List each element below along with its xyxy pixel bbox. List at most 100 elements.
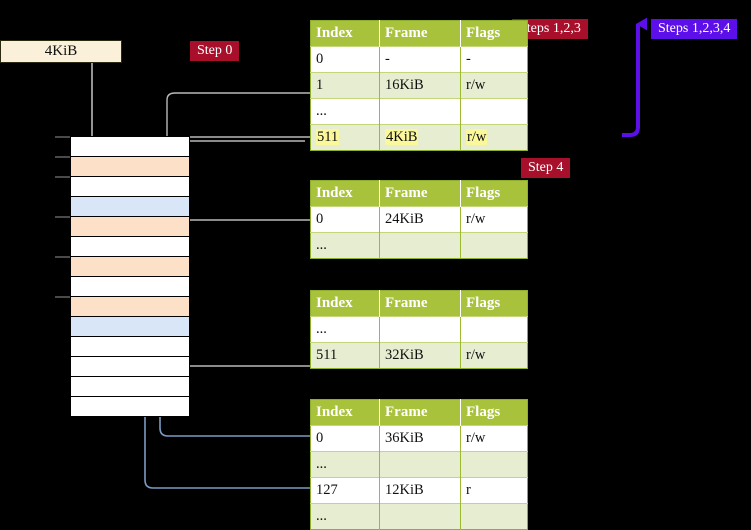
table-row: 0-- (310, 46, 528, 73)
cell-index: ... (310, 451, 380, 478)
col-header-frame: Frame (379, 180, 461, 207)
cell-flags (460, 232, 528, 259)
badge-step-0: Step 0 (190, 41, 240, 61)
col-header-flags: Flags (460, 20, 528, 47)
col-header-frame: Frame (379, 20, 461, 47)
memory-tick-4 (55, 216, 70, 218)
memory-tick-6 (55, 256, 70, 258)
wire-curve-a (172, 140, 305, 160)
size-box-label: 4KiB (44, 43, 78, 59)
memory-block-6 (70, 256, 190, 277)
cell-highlight: 4KiB (385, 128, 419, 145)
memory-block-1 (70, 156, 190, 177)
cell-frame (379, 451, 461, 478)
cell-flags: r/w (460, 425, 528, 452)
cell-frame: 32KiB (379, 342, 461, 369)
cell-highlight: r/w (466, 128, 488, 145)
cell-index: 511 (310, 124, 380, 151)
memory-block-8 (70, 296, 190, 317)
col-header-flags: Flags (460, 399, 528, 426)
memory-block-3 (70, 196, 190, 217)
memory-tick-8 (55, 296, 70, 298)
cell-flags (460, 98, 528, 125)
cell-index: 1 (310, 72, 380, 99)
cell-index: 511 (310, 342, 380, 369)
cell-frame (379, 232, 461, 259)
cell-index: 0 (310, 425, 380, 452)
memory-block-11 (70, 356, 190, 377)
cell-index: 127 (310, 477, 380, 504)
cell-flags: r (460, 477, 528, 504)
cell-frame: 12KiB (379, 477, 461, 504)
table-row: ... (310, 232, 528, 259)
cell-flags: - (460, 46, 528, 73)
cell-index: ... (310, 503, 380, 530)
cell-index: ... (310, 232, 380, 259)
cell-frame: 36KiB (379, 425, 461, 452)
cell-frame: 16KiB (379, 72, 461, 99)
table-row: ... (310, 503, 528, 530)
cell-frame (379, 316, 461, 343)
memory-block-9 (70, 316, 190, 337)
cell-frame: - (379, 46, 461, 73)
memory-tick-0 (55, 136, 70, 138)
wire-violet-loop (622, 17, 647, 137)
badge-steps-1234-label: Steps 1,2,3,4 (658, 21, 731, 36)
badge-steps-123: Steps 1,2,3 (512, 19, 588, 39)
col-header-index: Index (310, 20, 380, 47)
table-row: ... (310, 98, 528, 125)
cell-index: 0 (310, 206, 380, 233)
badge-step-4: Step 4 (521, 158, 571, 178)
col-header-index: Index (310, 180, 380, 207)
badge-step-4-label: Step 4 (528, 160, 564, 175)
cell-index: ... (310, 316, 380, 343)
cell-frame (379, 98, 461, 125)
cell-highlight: 511 (316, 128, 340, 145)
col-header-index: Index (310, 399, 380, 426)
memory-block-7 (70, 276, 190, 297)
memory-block-4 (70, 216, 190, 237)
col-header-flags: Flags (460, 290, 528, 317)
table-row: ... (310, 316, 528, 343)
cell-frame: 4KiB (379, 124, 461, 151)
memory-block-10 (70, 336, 190, 357)
size-box-4kib: 4KiB (0, 40, 122, 63)
cell-flags (460, 316, 528, 343)
col-header-frame: Frame (379, 290, 461, 317)
cell-flags: r/w (460, 342, 528, 369)
badge-step-0-label: Step 0 (197, 43, 233, 58)
memory-tick-2 (55, 176, 70, 178)
cell-index: ... (310, 98, 380, 125)
cell-flags: r/w (460, 206, 528, 233)
cell-flags (460, 451, 528, 478)
memory-block-2 (70, 176, 190, 197)
badge-steps-1234: Steps 1,2,3,4 (651, 19, 738, 39)
cell-frame: 24KiB (379, 206, 461, 233)
table-row: 511 4KiB r/w (310, 124, 528, 151)
cell-flags (460, 503, 528, 530)
cell-frame (379, 503, 461, 530)
memory-block-12 (70, 376, 190, 397)
col-header-index: Index (310, 290, 380, 317)
table-row: ... (310, 451, 528, 478)
memory-column (70, 136, 190, 417)
memory-block-5 (70, 236, 190, 257)
memory-block-0 (70, 136, 190, 157)
memory-block-13 (70, 396, 190, 417)
cell-flags: r/w (460, 72, 528, 99)
col-header-frame: Frame (379, 399, 461, 426)
cell-flags: r/w (460, 124, 528, 151)
